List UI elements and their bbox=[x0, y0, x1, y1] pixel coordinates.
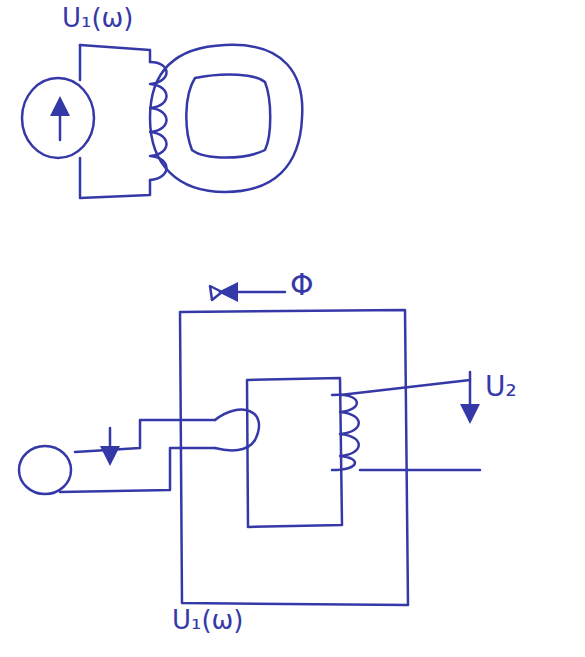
source-symbol bbox=[22, 78, 94, 158]
voltage-label: U₂ bbox=[485, 372, 517, 403]
source-arrow bbox=[59, 100, 62, 140]
secondary-winding bbox=[332, 395, 359, 470]
wire bbox=[60, 448, 215, 492]
wire bbox=[340, 380, 470, 395]
toroid-core bbox=[150, 45, 302, 192]
voltage-label: U₁(ω) bbox=[62, 4, 134, 33]
voltage-arrow bbox=[469, 372, 472, 420]
wire bbox=[360, 469, 480, 472]
flux-arrow bbox=[222, 291, 285, 294]
flux-arrowhead bbox=[210, 286, 222, 300]
voltage-arrow bbox=[109, 428, 112, 462]
flux-label: Φ bbox=[290, 268, 314, 301]
wire bbox=[79, 45, 82, 80]
primary-winding bbox=[215, 410, 259, 451]
core-window bbox=[247, 378, 342, 527]
toroid-hole bbox=[186, 75, 270, 158]
transformer-core bbox=[180, 310, 408, 605]
wire bbox=[80, 45, 150, 62]
wire bbox=[80, 158, 150, 198]
voltage-label: U₁(ω) bbox=[172, 606, 244, 635]
source-symbol bbox=[19, 446, 71, 494]
